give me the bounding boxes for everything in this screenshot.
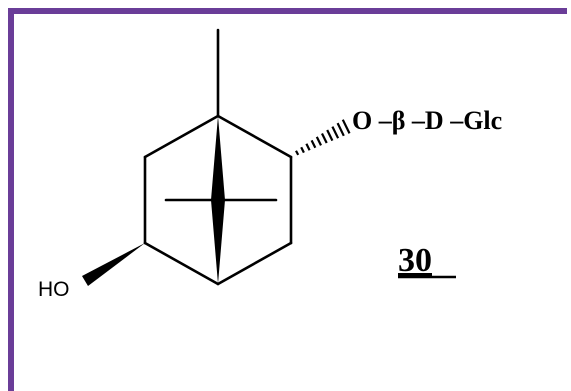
- compound-number: 30: [398, 242, 432, 279]
- ring-bond-c5-c4: [143, 241, 220, 286]
- glycoside-hashed-bond: [295, 119, 351, 156]
- ring-bond-c2-c1: [216, 114, 293, 159]
- hydroxyl-label: HO: [38, 278, 70, 301]
- hydroxyl-wedge-bond: [82, 243, 145, 286]
- purple-border: [8, 8, 567, 391]
- glycoside-label: O –β –D –Glc: [352, 106, 502, 135]
- border-top: [8, 8, 567, 14]
- border-left: [8, 8, 14, 391]
- ring-bond-c4-c3: [216, 241, 293, 286]
- ring-bond-c1-c6: [143, 114, 220, 159]
